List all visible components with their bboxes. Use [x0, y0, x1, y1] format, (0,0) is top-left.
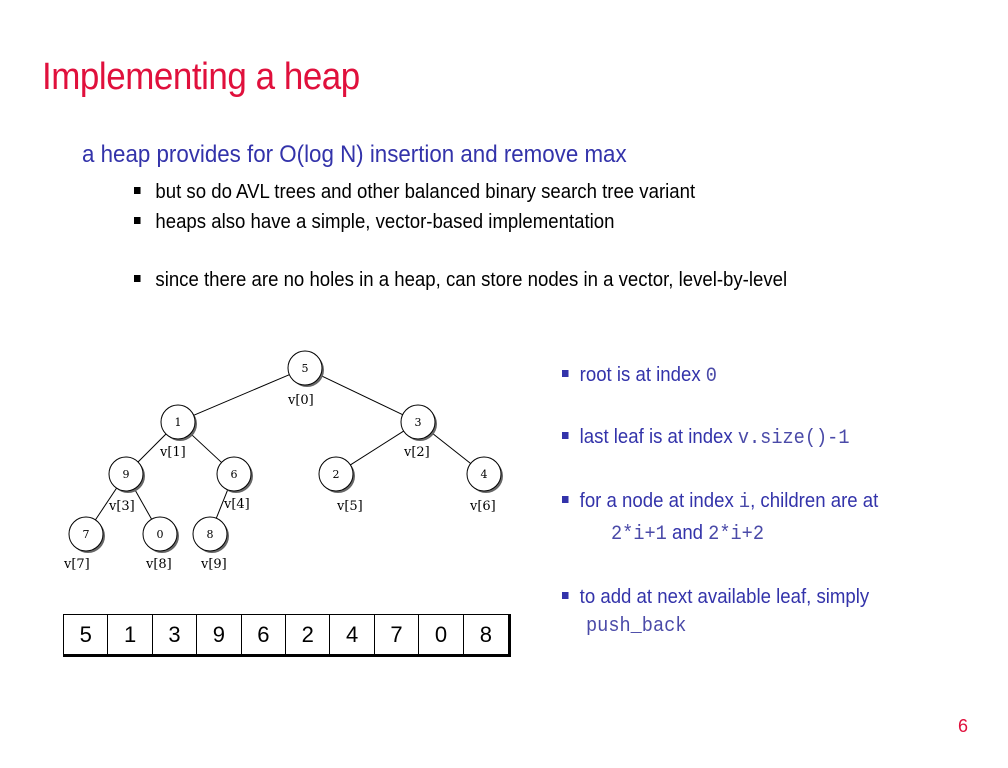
tree-node: 6 v[4]	[216, 456, 253, 512]
heap-tree-diagram: 5 v[0] 1 v[1] 3 v[2] 9 v[3] 6 v[4] 2 v[5] 4 v[6] 7 v[7]…	[63, 350, 503, 572]
right-bullet-push-back: to add at next available leaf, simply	[562, 586, 869, 609]
array-cell: 3	[153, 615, 198, 654]
slide-title: Implementing a heap	[42, 56, 360, 98]
bullet-square-icon	[562, 592, 569, 600]
sub-bullet-text: heaps also have a simple, vector-based i…	[155, 211, 615, 233]
node-circle	[192, 516, 228, 552]
right-bullet-last-leaf: last leaf is at index v.size()-1	[562, 426, 849, 450]
sub-bullet-text: since there are no holes in a heap, can …	[155, 269, 788, 291]
node-value: 0	[157, 528, 164, 541]
bullet-square-icon	[562, 432, 569, 440]
tree-edge	[95, 487, 117, 521]
code-snippet: 0	[705, 365, 717, 388]
node-value: 9	[123, 468, 130, 481]
right-bullet-text: last leaf is at index	[579, 426, 738, 448]
node-value: 4	[481, 468, 488, 481]
tree-edge	[193, 374, 290, 416]
node-index-label: v[0]	[287, 393, 314, 408]
right-bullet-text: , children are at	[750, 490, 879, 512]
page-number: 6	[958, 716, 969, 736]
tree-node: 0 v[8]	[142, 516, 179, 572]
node-value: 6	[231, 468, 238, 481]
sub-bullet-2: heaps also have a simple, vector-based i…	[134, 211, 614, 234]
node-circle	[108, 456, 144, 492]
array-cell: 9	[197, 615, 242, 654]
node-circle	[466, 456, 502, 492]
node-index-label: v[8]	[145, 557, 172, 572]
tree-node: 9 v[3]	[108, 456, 145, 514]
tree-edge	[133, 488, 153, 520]
array-cell: 8	[479, 621, 492, 647]
node-index-label: v[7]	[63, 557, 90, 572]
array-cell: 1	[108, 615, 153, 654]
code-snippet: 2*i+1	[611, 523, 667, 546]
right-bullet-text: for a node at index	[579, 490, 739, 512]
node-value: 7	[83, 528, 90, 541]
right-bullet-text: to add at next available leaf, simply	[579, 586, 870, 608]
node-value: 2	[333, 468, 340, 481]
tree-node: 2 v[5]	[318, 456, 363, 514]
node-index-label: v[5]	[336, 499, 363, 514]
array-cell: 4	[330, 615, 375, 654]
code-snippet: push_back	[586, 615, 687, 638]
array-cell: 6	[242, 615, 287, 654]
node-value: 3	[415, 416, 422, 429]
sub-bullet-text: but so do AVL trees and other balanced b…	[155, 181, 696, 203]
code-snippet: v.size()-1	[737, 427, 850, 450]
tree-node: 5 v[0]	[287, 350, 324, 408]
node-index-label: v[2]	[403, 445, 430, 460]
node-index-label: v[6]	[469, 499, 496, 514]
bullet-square-icon	[134, 275, 141, 283]
right-bullet-root: root is at index 0	[562, 364, 717, 388]
node-circle	[318, 456, 354, 492]
bullet-square-icon	[562, 370, 569, 378]
node-value: 8	[207, 528, 214, 541]
node-index-label: v[9]	[200, 557, 227, 572]
node-circle	[216, 456, 252, 492]
main-bullet: a heap provides for O(log N) insertion a…	[82, 141, 627, 168]
tree-edge	[350, 430, 404, 466]
tree-node: 8 v[9]	[192, 516, 229, 572]
right-bullet-children: for a node at index i, children are at	[562, 490, 878, 514]
code-snippet: 2*i+2	[708, 523, 764, 546]
node-circle	[68, 516, 104, 552]
node-index-label: v[4]	[223, 497, 250, 512]
tree-edge	[431, 432, 471, 464]
node-index-label: v[1]	[159, 445, 186, 460]
right-bullet-text: and	[666, 522, 709, 544]
tree-edge	[320, 374, 403, 416]
tree-edge	[190, 433, 222, 463]
right-bullet-push-back-cont: push_back	[586, 614, 686, 638]
tree-edge	[215, 489, 229, 519]
array-cell: 2	[286, 615, 331, 654]
node-value: 1	[175, 416, 182, 429]
right-bullet-text: root is at index	[579, 364, 706, 386]
node-value: 5	[302, 362, 309, 375]
tree-node: 7 v[7]	[63, 516, 105, 572]
node-circle	[142, 516, 178, 552]
bullet-square-icon	[134, 217, 141, 225]
node-circle	[287, 350, 323, 386]
array-cell: 7	[375, 615, 420, 654]
tree-edge	[137, 433, 167, 463]
bullet-square-icon	[134, 187, 141, 195]
tree-node: 3 v[2]	[400, 404, 437, 460]
heap-array: 5 1 3 9 6 2 4 7 0 8	[63, 614, 511, 657]
tree-node: 4 v[6]	[466, 456, 503, 514]
tree-node: 1 v[1]	[159, 404, 197, 460]
node-circle	[160, 404, 196, 440]
node-circle	[400, 404, 436, 440]
array-cell: 0	[419, 615, 464, 654]
node-index-label: v[3]	[108, 499, 135, 514]
array-cell: 5	[64, 615, 109, 654]
sub-bullet-3: since there are no holes in a heap, can …	[134, 269, 787, 292]
tree-nodes: 5 v[0] 1 v[1] 3 v[2] 9 v[3] 6 v[4] 2 v[5] 4 v[6] 7 v[7]…	[63, 350, 503, 572]
tree-edges	[95, 374, 471, 521]
bullet-square-icon	[562, 496, 569, 504]
code-snippet: i	[738, 491, 751, 514]
right-bullet-children-cont: 2*i+1 and 2*i+2	[611, 522, 764, 546]
sub-bullet-1: but so do AVL trees and other balanced b…	[134, 181, 695, 204]
